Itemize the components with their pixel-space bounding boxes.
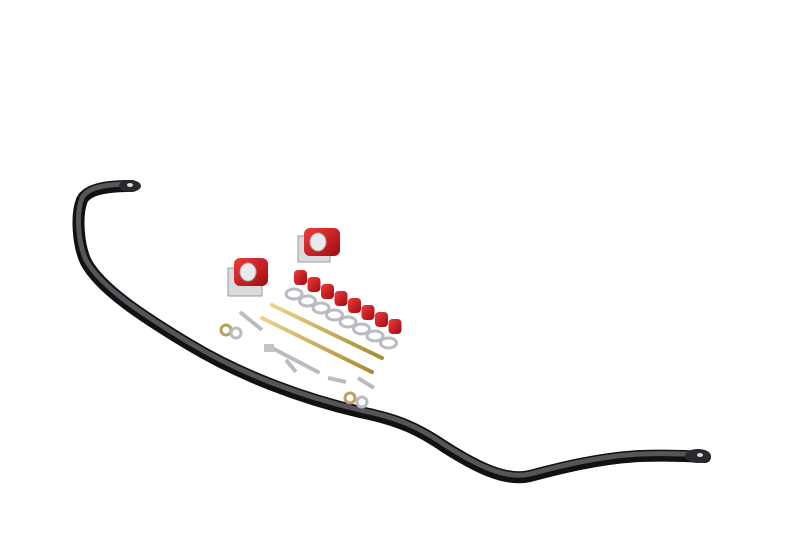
washer: [311, 301, 331, 315]
small-hardware: [219, 310, 376, 409]
red-bushing: [361, 305, 375, 320]
washer: [338, 315, 358, 329]
washer: [325, 308, 344, 322]
washer: [284, 287, 304, 301]
bracket-right: [297, 228, 340, 263]
washer: [298, 294, 317, 308]
red-bushing: [348, 298, 361, 313]
end-link-bolts: [260, 303, 384, 374]
red-bushing: [307, 277, 321, 292]
sway-bar: [72, 180, 711, 484]
red-bushing: [294, 270, 307, 285]
red-bushing: [334, 291, 348, 306]
red-bushing: [388, 319, 402, 334]
red-bushing: [321, 284, 334, 299]
end-link-bushings: [284, 270, 402, 350]
washer: [352, 322, 371, 336]
washer: [379, 336, 398, 350]
bracket-left: [227, 258, 268, 297]
red-bushing: [375, 312, 388, 327]
washer: [365, 329, 385, 343]
